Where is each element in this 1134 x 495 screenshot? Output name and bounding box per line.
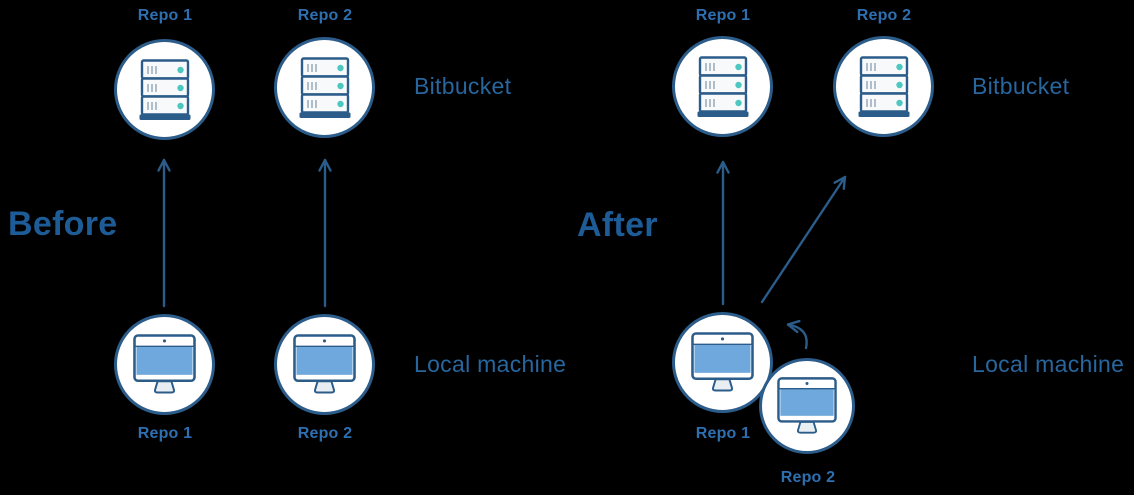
desktop-computer-icon [293, 334, 356, 394]
before-local-repo1-node [114, 314, 215, 415]
desktop-computer-icon [777, 377, 837, 434]
before-bitbucket-label: Bitbucket [414, 73, 512, 99]
after-local-repo2-label: Repo 2 [780, 469, 836, 486]
before-local-repo2-label: Repo 2 [297, 425, 353, 442]
desktop-computer-icon [133, 334, 196, 394]
after-remote-repo1-node [672, 36, 773, 137]
after-local-repo1-label: Repo 1 [695, 425, 751, 442]
before-local-repo2-node [274, 314, 375, 415]
curved-move-arrow-icon [786, 319, 808, 350]
before-local-repo1-label: Repo 1 [137, 425, 193, 442]
before-remote-repo2-label: Repo 2 [297, 7, 353, 24]
before-remote-repo2-node [274, 37, 375, 138]
after-local-machine-label: Local machine [972, 351, 1125, 377]
server-icon [139, 58, 190, 120]
before-title: Before [8, 205, 118, 243]
server-icon [858, 55, 909, 117]
after-remote-repo2-label: Repo 2 [856, 7, 912, 24]
server-icon [299, 56, 350, 118]
after-local-repo1-node [672, 312, 773, 413]
after-remote-repo2-node [833, 36, 934, 137]
server-icon [697, 55, 748, 117]
after-bitbucket-label: Bitbucket [972, 73, 1070, 99]
before-local-machine-label: Local machine [414, 351, 567, 377]
before-remote-repo1-label: Repo 1 [137, 7, 193, 24]
after-local-repo2-node [759, 358, 855, 454]
before-remote-repo1-node [114, 39, 215, 140]
after-push-arrow-repo2 [760, 175, 847, 304]
after-remote-repo1-label: Repo 1 [695, 7, 751, 24]
desktop-computer-icon [691, 332, 754, 392]
after-title: After [577, 206, 658, 244]
